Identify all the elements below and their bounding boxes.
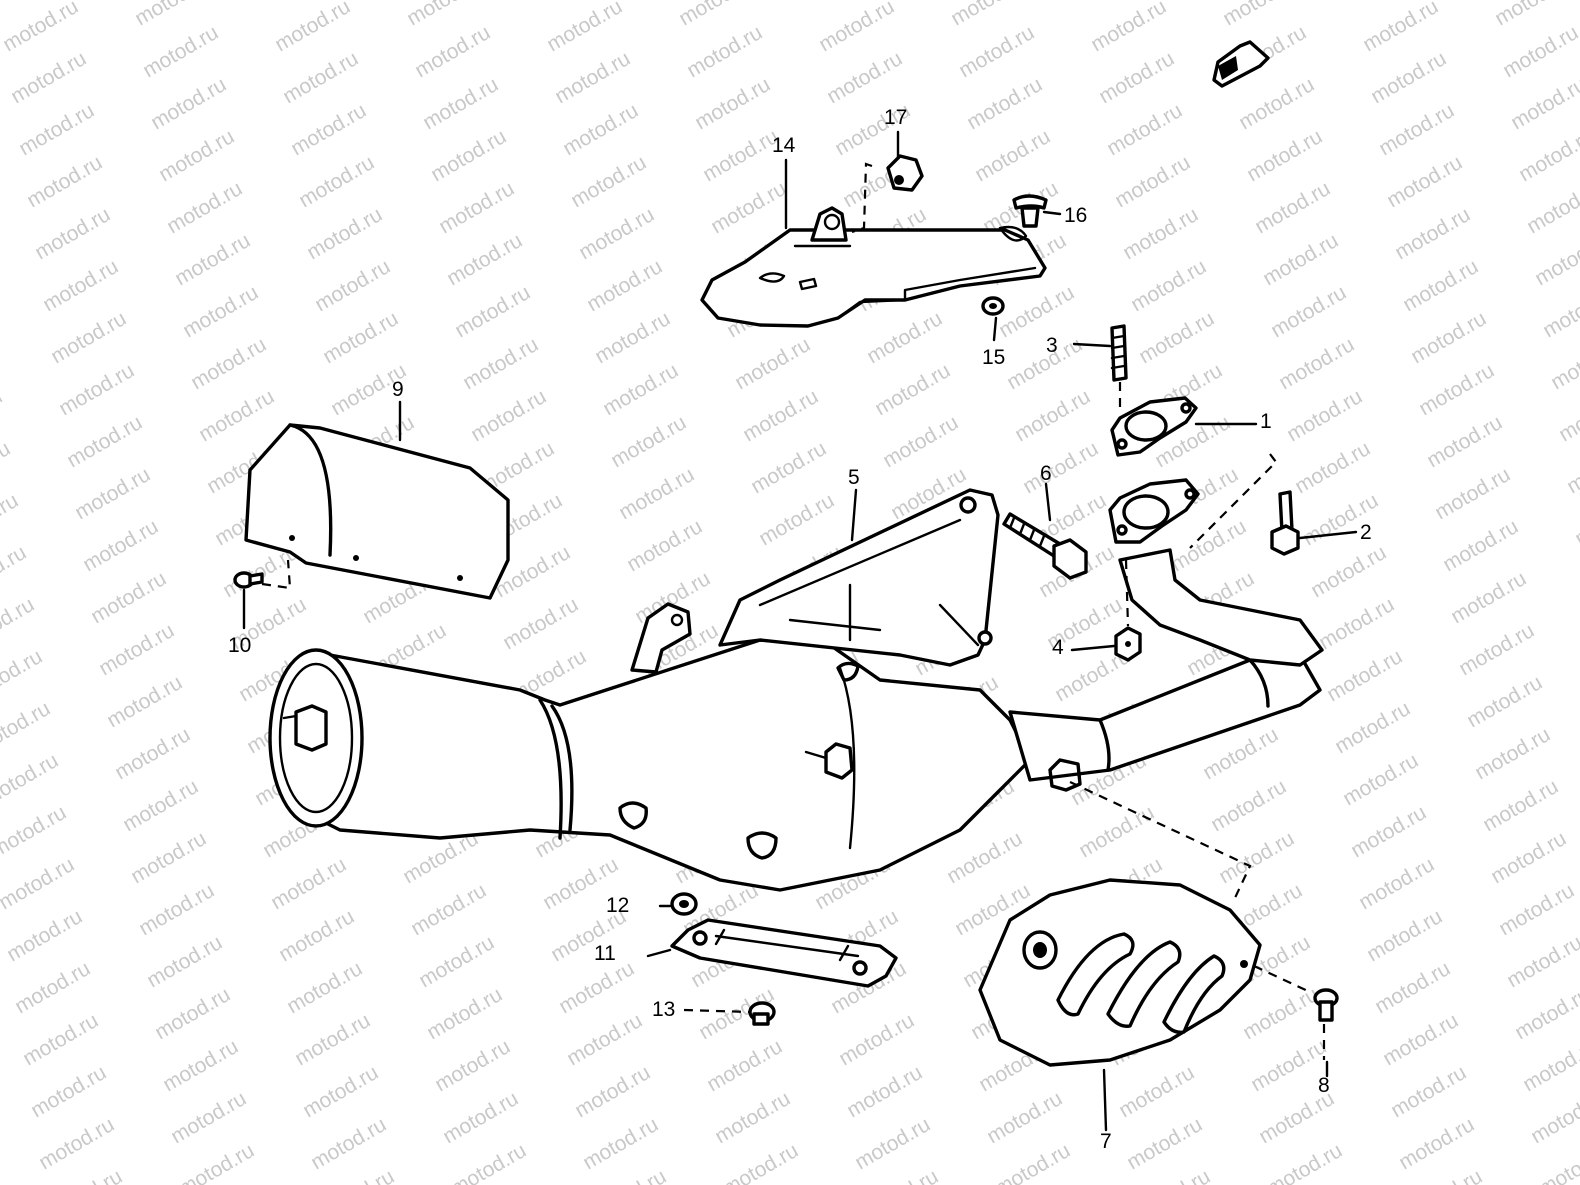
screw-8	[1313, 988, 1339, 1022]
bolt-2	[1270, 490, 1300, 556]
nut-4	[1114, 626, 1142, 662]
gasket-1	[1110, 396, 1198, 457]
callout-10: 10	[228, 634, 251, 657]
callout-4: 4	[1052, 636, 1064, 659]
callout-16: 16	[1064, 204, 1087, 227]
stud-3	[1110, 324, 1128, 382]
washer-15	[981, 296, 1005, 316]
callout-14: 14	[772, 134, 796, 157]
callout-7: 7	[1100, 1130, 1112, 1153]
callout-8: 8	[1318, 1074, 1330, 1097]
bolt-13	[748, 1001, 776, 1026]
exhaust-flange	[1108, 478, 1200, 544]
bolt-16	[1012, 194, 1048, 228]
callout-9: 9	[392, 378, 404, 401]
front-arrow-icon	[1212, 40, 1270, 88]
muffler-cover-9	[244, 423, 510, 600]
nut-17	[886, 154, 924, 192]
callout-labels: 1 2 3 4 5 6 7 8 9 10 11 12 13 14 15 16 1…	[228, 106, 1372, 1153]
bolt-6	[1002, 512, 1088, 580]
callout-6: 6	[1040, 462, 1052, 485]
muffler	[268, 548, 1324, 892]
heat-shield-lower-7	[978, 878, 1262, 1067]
callout-5: 5	[848, 466, 860, 489]
muffler-bracket-11	[670, 918, 898, 988]
callout-12: 12	[606, 894, 629, 917]
callout-1: 1	[1260, 410, 1272, 433]
screw-10	[233, 571, 264, 589]
callout-2: 2	[1360, 521, 1372, 544]
callout-11: 11	[594, 942, 616, 965]
bracket-5	[630, 488, 1000, 674]
heat-shield-upper	[700, 206, 1047, 328]
callout-3: 3	[1046, 334, 1058, 357]
callout-15: 15	[982, 346, 1005, 369]
washer-12	[670, 892, 698, 916]
callout-13: 13	[652, 998, 675, 1021]
leader-lines	[242, 130, 1358, 1132]
callout-17: 17	[884, 106, 907, 129]
